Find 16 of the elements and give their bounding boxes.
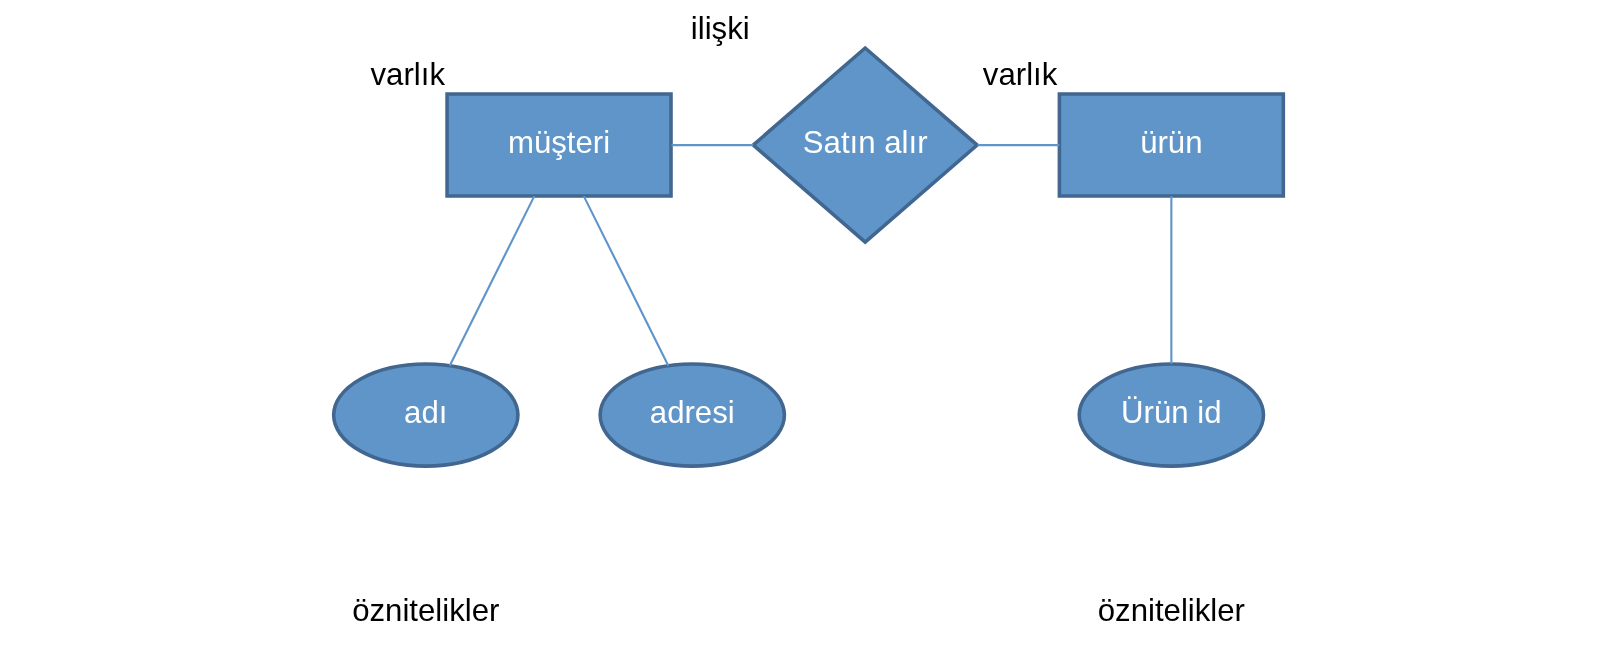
connector xyxy=(582,195,670,367)
label: öznitelikler xyxy=(1097,593,1245,629)
node-box: ürün xyxy=(1057,92,1286,198)
node-ellipse: adı xyxy=(331,362,520,468)
node-ellipse: Ürün id xyxy=(1077,362,1266,468)
node-box: müşteri xyxy=(445,92,673,198)
label: öznitelikler xyxy=(352,593,500,629)
connector xyxy=(448,195,536,367)
connector xyxy=(671,144,754,147)
node-label: ilişki xyxy=(690,10,750,46)
connector xyxy=(977,144,1060,147)
node-ellipse: adresi xyxy=(598,362,787,468)
node-label: varlık xyxy=(982,56,1058,92)
connector xyxy=(1170,196,1173,364)
node-diamond: Satın alır xyxy=(750,45,980,245)
node-label: varlık xyxy=(370,56,446,92)
